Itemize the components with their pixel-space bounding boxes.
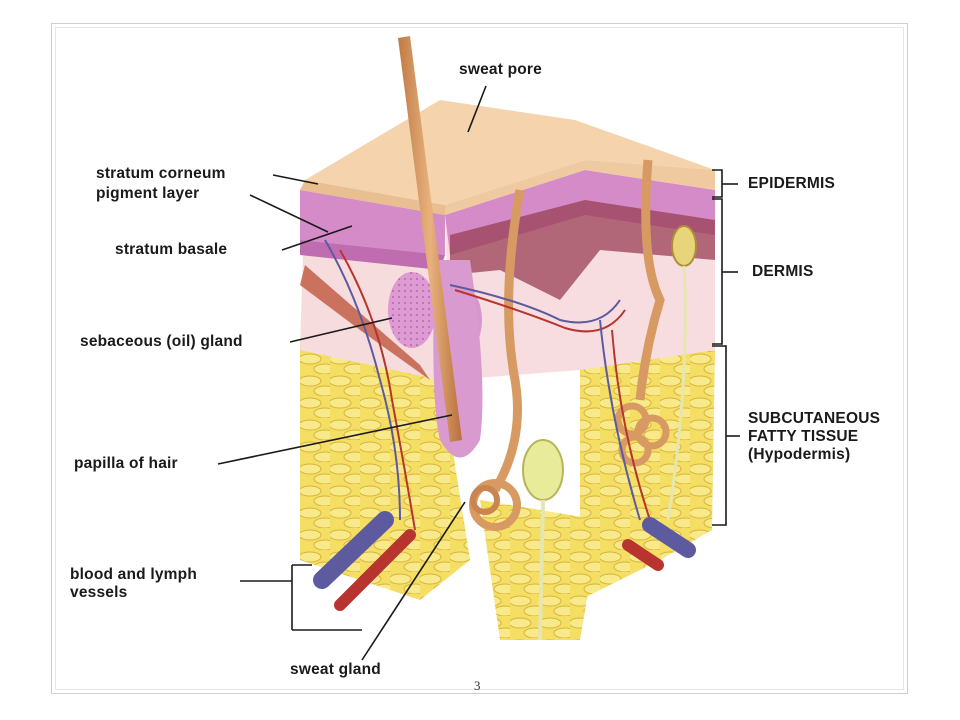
label-sebaceous-gland: sebaceous (oil) gland (80, 333, 243, 350)
slide-frame (51, 23, 908, 694)
slide-frame-inner (55, 27, 904, 690)
hair-follicle (433, 260, 483, 458)
pacinian-corpuscle (522, 439, 564, 641)
arrector-pili-muscle (300, 265, 430, 380)
label-subcutaneous-line3: (Hypodermis) (748, 446, 851, 463)
label-papilla-of-hair: papilla of hair (74, 455, 178, 472)
sweat-duct-center (469, 189, 525, 531)
nerve-ending-right (666, 225, 697, 521)
layer-brackets (712, 169, 740, 526)
label-blood-lymph-line2: vessels (70, 584, 128, 601)
label-subcutaneous-line1: SUBCUTANEOUS (748, 410, 881, 427)
label-sweat-gland: sweat gland (290, 661, 381, 678)
blood-vessels (313, 239, 696, 611)
label-dermis: DERMIS (752, 263, 814, 280)
label-stratum-basale: stratum basale (115, 241, 228, 258)
label-sweat-pore: sweat pore (459, 61, 542, 78)
leader-lines (217, 85, 487, 661)
hair-shaft (398, 36, 462, 442)
label-pigment-layer: pigment layer (96, 185, 200, 202)
epidermis-layer-left (300, 190, 445, 270)
fat-tissue-left (300, 340, 470, 600)
label-epidermis: EPIDERMIS (748, 175, 836, 192)
page-number: 3 (474, 678, 481, 693)
label-stratum-corneum: stratum corneum (96, 165, 226, 182)
label-subcutaneous-line2: FATTY TISSUE (748, 428, 859, 445)
label-blood-lymph-line1: blood and lymph (70, 566, 197, 583)
